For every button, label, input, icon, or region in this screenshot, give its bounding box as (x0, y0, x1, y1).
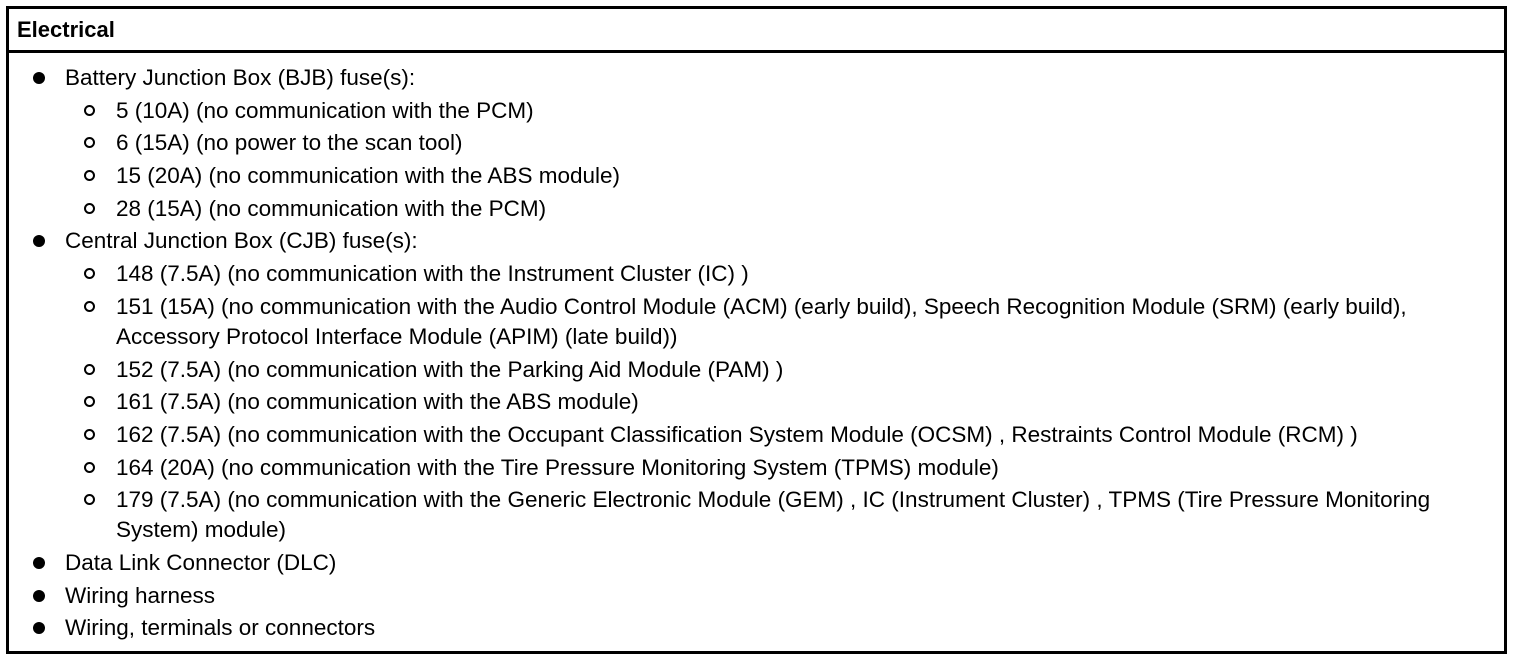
circle-bullet-icon (84, 363, 95, 375)
circle-bullet-icon (84, 428, 95, 440)
sub-list-item: 6 (15A) (no power to the scan tool) (9, 128, 1504, 158)
sub-list-item-text: 5 (10A) (no communication with the PCM) (116, 97, 534, 123)
sub-list-item: 161 (7.5A) (no communication with the AB… (9, 387, 1504, 417)
sub-list-item-text: 15 (20A) (no communication with the ABS … (116, 163, 620, 189)
circle-bullet-icon (84, 461, 95, 473)
sub-list-item-text: 161 (7.5A) (no communication with the AB… (116, 389, 639, 415)
list-item-text: Battery Junction Box (BJB) fuse(s): (65, 65, 416, 90)
sub-list-item: 162 (7.5A) (no communication with the Oc… (9, 420, 1504, 450)
sub-list-item-text: 179 (7.5A) (no communication with the Ge… (116, 487, 1431, 543)
circle-bullet-icon (84, 202, 95, 214)
circle-bullet-icon (84, 396, 95, 408)
bullet-icon (33, 622, 45, 635)
bullet-icon (33, 556, 45, 569)
sub-list-item-text: 164 (20A) (no communication with the Tir… (116, 454, 999, 480)
list-item-text: Central Junction Box (CJB) fuse(s): (65, 228, 418, 254)
list-item: Data Link Connector (DLC) (9, 548, 1504, 578)
sub-list-item: 151 (15A) (no communication with the Aud… (9, 292, 1504, 352)
sub-list-item: 5 (10A) (no communication with the PCM) (9, 96, 1504, 126)
sub-list-item: 15 (20A) (no communication with the ABS … (9, 161, 1504, 191)
electrical-table: Electrical Battery Junction Box (BJB) fu… (6, 6, 1507, 654)
sub-list-item-text: 148 (7.5A) (no communication with the In… (116, 261, 749, 287)
sub-list-item: 148 (7.5A) (no communication with the In… (9, 259, 1504, 289)
bullet-icon (33, 589, 45, 602)
sub-list-item: 152 (7.5A) (no communication with the Pa… (9, 355, 1504, 385)
sub-list-item: 179 (7.5A) (no communication with the Ge… (9, 485, 1504, 545)
section-body: Battery Junction Box (BJB) fuse(s): 5 (1… (9, 53, 1504, 643)
list-item-text: Wiring harness (65, 582, 216, 608)
sub-list-item: 28 (15A) (no communication with the PCM) (9, 194, 1504, 224)
section-header: Electrical (9, 9, 1504, 53)
bullet-icon (33, 235, 45, 248)
sub-list-item-text: 28 (15A) (no communication with the PCM) (116, 195, 547, 221)
sub-list-item-text: 152 (7.5A) (no communication with the Pa… (116, 356, 784, 382)
circle-bullet-icon (84, 104, 95, 116)
circle-bullet-icon (84, 300, 95, 312)
list-item-text: Wiring, terminals or connectors (65, 615, 376, 641)
sub-list-item: 164 (20A) (no communication with the Tir… (9, 453, 1504, 483)
sub-list-item-text: 151 (15A) (no communication with the Aud… (116, 293, 1407, 349)
list-item: Wiring, terminals or connectors (9, 613, 1504, 643)
list-item: Central Junction Box (CJB) fuse(s): (9, 226, 1504, 256)
list-item: Wiring harness (9, 581, 1504, 611)
circle-bullet-icon (84, 494, 95, 506)
circle-bullet-icon (84, 268, 95, 280)
circle-bullet-icon (84, 170, 95, 182)
list-item-text: Data Link Connector (DLC) (65, 549, 337, 575)
bullet-icon (33, 72, 45, 84)
sub-list-item-text: 6 (15A) (no power to the scan tool) (116, 130, 463, 156)
circle-bullet-icon (84, 137, 95, 149)
section-title: Electrical (17, 16, 115, 42)
list-item: Battery Junction Box (BJB) fuse(s): (9, 63, 1504, 93)
sub-list-item-text: 162 (7.5A) (no communication with the Oc… (116, 421, 1358, 447)
